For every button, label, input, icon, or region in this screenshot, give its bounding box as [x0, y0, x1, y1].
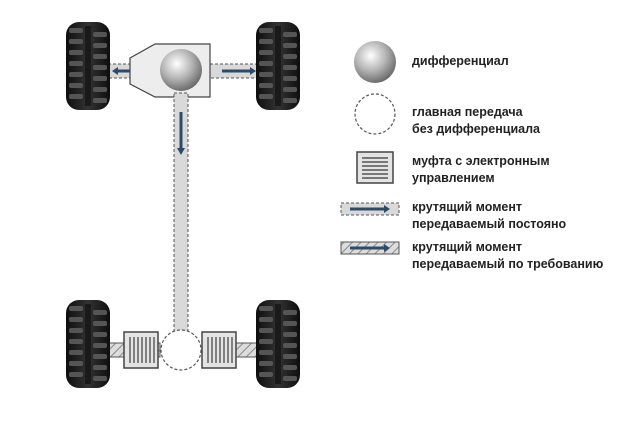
prop-shaft-arrow-icon	[177, 112, 185, 155]
rear-right-tire	[256, 300, 300, 388]
front-left-tire	[66, 22, 110, 110]
front-axle	[107, 43, 261, 98]
propeller-shaft	[173, 92, 189, 332]
legend-torque-constant-label: крутящий момент передаваемый постояно	[412, 200, 567, 231]
hatched-shaft-arrow-icon	[340, 241, 400, 255]
rear-left-coupling-icon	[123, 331, 159, 369]
legend-coupling-label: муфта с электронным управлением	[412, 154, 550, 185]
front-left-arrow-icon	[112, 67, 146, 75]
front-right-tire	[256, 22, 300, 110]
legend-differential-label: дифференциал	[412, 54, 509, 68]
legend-torque-on-demand-label: крутящий момент передаваемый по требован…	[412, 240, 604, 271]
front-differential-ball-icon	[160, 49, 202, 91]
final-drive-dashed-circle-icon	[354, 93, 396, 135]
rear-left-tire	[66, 300, 110, 388]
legend-final-drive-label: главная передача без дифференциала	[412, 105, 540, 136]
rear-final-drive-icon	[160, 329, 202, 371]
front-right-arrow-icon	[222, 67, 256, 75]
rear-axle	[107, 329, 261, 371]
differential-ball-icon	[354, 41, 396, 83]
rear-right-coupling-icon	[201, 331, 237, 369]
solid-shaft-arrow-icon	[340, 202, 400, 216]
electronic-coupling-icon	[356, 151, 394, 184]
legend	[340, 41, 400, 255]
